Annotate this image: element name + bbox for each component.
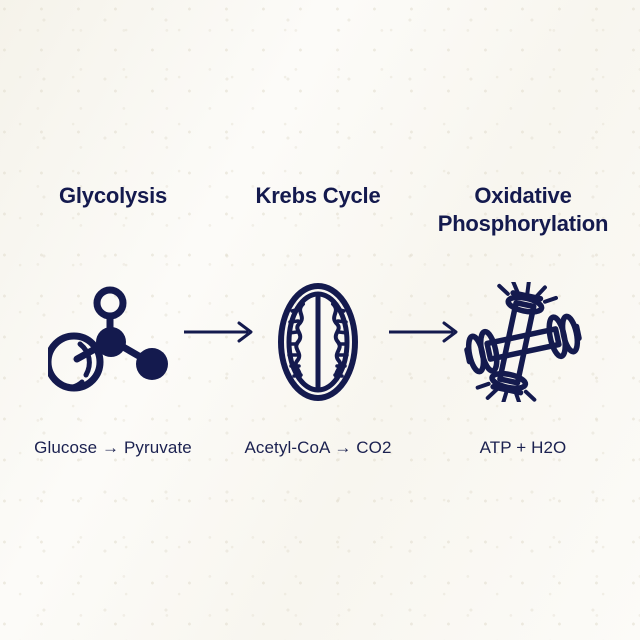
mitochondrion-icon bbox=[253, 282, 383, 402]
stage-caption: Glucose → Pyruvate bbox=[34, 438, 192, 457]
crossed-dumbbells-icon bbox=[458, 282, 588, 402]
arrow-right-icon bbox=[182, 318, 258, 346]
arrow-right-icon bbox=[387, 318, 463, 346]
molecule-icon bbox=[48, 282, 178, 402]
stage-glycolysis: Glycolysis Glucose → Pyruvate bbox=[8, 182, 218, 472]
stage-title: Oxidative Phosphorylation bbox=[437, 183, 609, 236]
stage-oxidative-phosphorylation: Oxidative Phosphorylation bbox=[418, 182, 628, 472]
stage-caption: ATP + H2O bbox=[479, 438, 567, 457]
stage-title: Glycolysis bbox=[58, 183, 168, 208]
stage-krebs-cycle: Krebs Cycle bbox=[213, 182, 423, 472]
stage-caption: Acetyl-CoA → CO2 bbox=[244, 438, 392, 457]
stage-title: Krebs Cycle bbox=[255, 183, 381, 208]
